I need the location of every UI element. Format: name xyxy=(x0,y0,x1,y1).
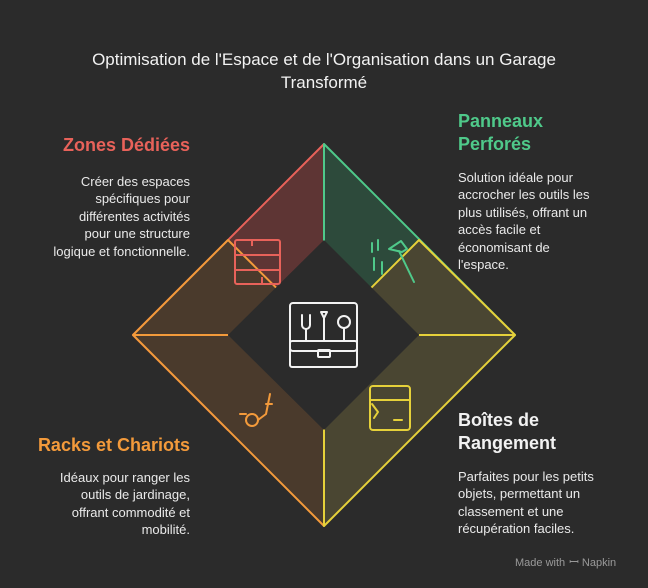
desc-panneaux-perfores: Solution idéale pour accrocher les outil… xyxy=(458,169,638,273)
desc-line: Idéaux pour ranger les xyxy=(59,470,190,485)
toolbox-icon xyxy=(289,302,358,368)
desc-racks-chariots: Idéaux pour ranger les outils de jardina… xyxy=(20,469,190,539)
heading-line: Rangement xyxy=(458,433,557,453)
desc-line: Parfaites pour les petits xyxy=(458,469,594,484)
desc-line: accès facile et xyxy=(458,222,541,238)
shelf-icon xyxy=(234,239,281,285)
desc-line: objets, permettant un xyxy=(458,486,581,502)
heading-line: Boîtes de xyxy=(458,410,540,430)
desc-zones-dediees: Créer des espaces spécifiques pour diffé… xyxy=(20,173,190,260)
desc-line: récupération faciles. xyxy=(458,521,575,537)
desc-line: accrocher les outils les xyxy=(458,187,590,203)
made-with-label: Made with xyxy=(515,557,566,569)
diagram-title: Optimisation de l'Espace et de l'Organis… xyxy=(0,48,648,94)
desc-line: plus utilisés, offrant un xyxy=(458,204,588,220)
desc-line: pour une structure xyxy=(84,226,190,242)
heading-line: Racks et Chariots xyxy=(37,435,190,455)
box-icon xyxy=(369,385,411,431)
hammer-icon xyxy=(371,239,415,283)
napkin-brand: Napkin xyxy=(581,557,617,569)
desc-line: différentes activités xyxy=(78,208,190,224)
desc-line: logique et fonctionnelle. xyxy=(53,243,190,259)
desc-boites-rangement: Parfaites pour les petits objets, permet… xyxy=(458,468,638,538)
desc-line: économisant de xyxy=(458,239,550,255)
heading-line: Perforés xyxy=(458,134,532,154)
desc-line: Solution idéale pour xyxy=(458,170,573,185)
desc-line: offrant commodité et xyxy=(71,504,190,520)
heading-panneaux-perfores: Panneaux Perforés xyxy=(458,110,628,156)
desc-line: outils de jardinage, xyxy=(80,487,190,503)
cart-icon xyxy=(239,393,273,427)
heading-boites-rangement: Boîtes de Rangement xyxy=(458,409,628,455)
napkin-logo-icon: ꟷ xyxy=(569,555,579,569)
desc-line: classement et une xyxy=(458,503,564,519)
heading-racks-chariots: Racks et Chariots xyxy=(20,434,190,457)
desc-line: spécifiques pour xyxy=(95,191,190,207)
heading-line: Panneaux xyxy=(458,111,544,131)
desc-line: mobilité. xyxy=(141,522,190,538)
heading-zones-dediees: Zones Dédiées xyxy=(40,134,190,157)
desc-line: Créer des espaces xyxy=(80,174,190,189)
desc-line: l'espace. xyxy=(458,257,509,273)
title-line-2: Transformé xyxy=(280,73,368,92)
title-line-1: Optimisation de l'Espace et de l'Organis… xyxy=(92,50,556,69)
heading-line: Zones Dédiées xyxy=(62,135,190,155)
